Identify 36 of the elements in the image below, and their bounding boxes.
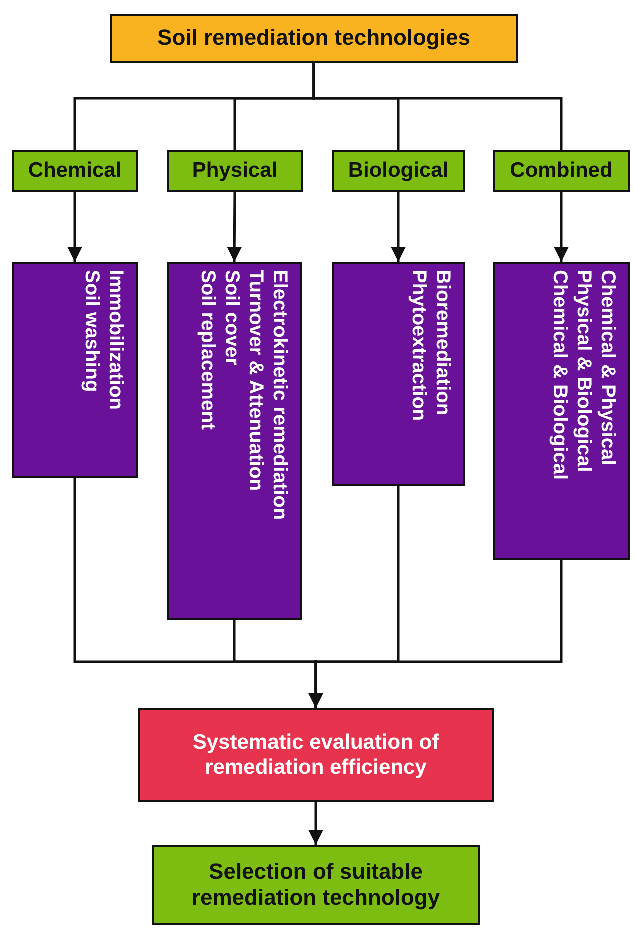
- method-label: Bioremediation: [431, 270, 455, 416]
- arrow: [308, 802, 324, 845]
- box-label: Combined: [510, 158, 613, 184]
- category-box: [12, 150, 138, 192]
- title-box: [110, 14, 518, 63]
- process-box: [138, 708, 494, 802]
- method-list-box: [332, 262, 465, 486]
- method-label: Electrokinetic remediation: [268, 270, 292, 520]
- result-box: [152, 845, 480, 925]
- arrow: [554, 192, 569, 262]
- method-list-box: [493, 262, 630, 560]
- box-label: Selection of suitable remediation technology: [190, 858, 442, 912]
- connector-line: [312, 63, 563, 150]
- method-list-box: [167, 262, 302, 620]
- method-label: Chemical & Biological: [548, 270, 572, 480]
- method-label: Phytoextraction: [407, 270, 431, 422]
- method-label: Immobilization: [104, 270, 128, 410]
- arrow: [308, 560, 563, 708]
- method-label: Turnover & Attenuation: [244, 270, 268, 492]
- arrow: [68, 192, 82, 262]
- box-label: Systematic evaluation of remediation efficiency: [192, 730, 440, 780]
- box-label: Biological: [348, 158, 449, 184]
- category-box: [167, 150, 303, 192]
- box-label: Chemical: [28, 158, 122, 184]
- arrow: [391, 192, 406, 262]
- category-box: [332, 150, 465, 192]
- method-list-box: [12, 262, 138, 478]
- box-label: Soil remediation technologies: [158, 25, 470, 52]
- method-label: Physical & Biological: [572, 270, 596, 472]
- method-label: Chemical & Physical: [596, 270, 620, 466]
- box-label: Physical: [192, 158, 278, 184]
- category-box: [493, 150, 630, 192]
- method-label: Soil cover: [220, 270, 244, 366]
- method-label: Soil replacement: [196, 270, 220, 430]
- method-label: Soil washing: [80, 270, 104, 392]
- arrow: [227, 192, 242, 262]
